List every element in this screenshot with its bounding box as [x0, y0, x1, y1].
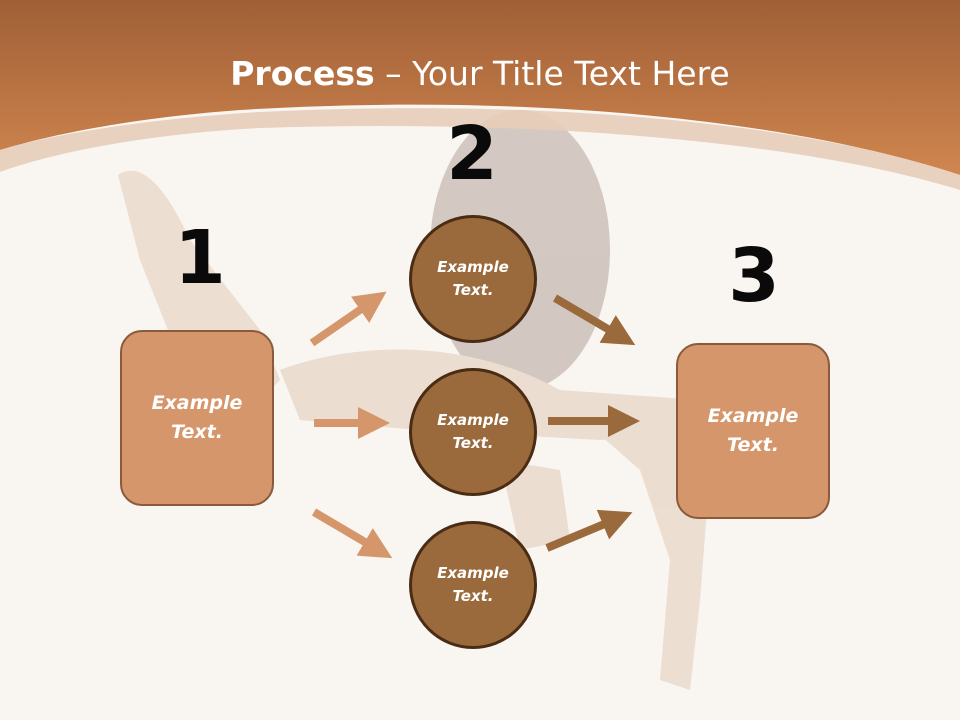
- step-1-text: Example Text.: [151, 392, 243, 443]
- step-3-box: Example Text.: [676, 343, 830, 519]
- step-1-box: Example Text.: [120, 330, 274, 506]
- arrow-circle-top-to-3: [552, 294, 636, 346]
- step-2-circle-middle: Example Text.: [409, 368, 537, 496]
- step-number-2: 2: [446, 111, 498, 197]
- arrow-circle-bottom-to-3: [545, 509, 633, 552]
- arrow-1-to-circle-bottom: [311, 508, 393, 559]
- title-rest: – Your Title Text Here: [374, 54, 730, 93]
- title-bold: Process: [230, 54, 375, 93]
- step-2-circle-top: Example Text.: [409, 215, 537, 343]
- step-3-text: Example Text.: [707, 405, 799, 456]
- arrow-1-to-circle-top: [309, 291, 387, 347]
- slide-title: Process – Your Title Text Here: [0, 52, 960, 96]
- step-number-1: 1: [174, 215, 226, 301]
- circle-middle-text: Example Text.: [437, 411, 509, 452]
- step-2-circle-bottom: Example Text.: [409, 521, 537, 649]
- step-number-3: 3: [728, 233, 780, 319]
- circle-bottom-text: Example Text.: [437, 564, 509, 605]
- circle-top-text: Example Text.: [437, 258, 509, 299]
